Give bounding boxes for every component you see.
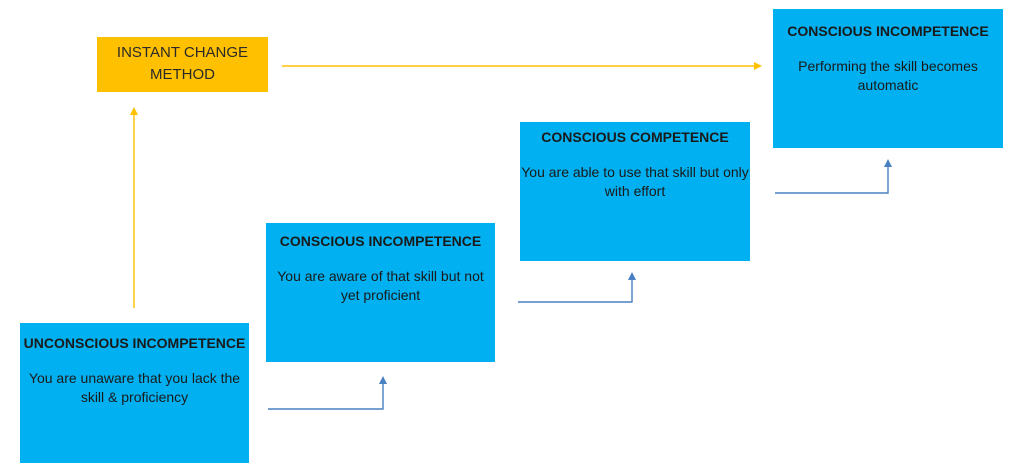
stage-description: You are unaware that you lack the skill … — [28, 370, 241, 405]
stage-box-final: CONSCIOUS INCOMPETENCE Performing the sk… — [773, 9, 1003, 148]
stage-box-conscious-competence: CONSCIOUS COMPETENCE You are able to use… — [520, 122, 750, 261]
step-arrow-1 — [268, 376, 387, 410]
stage-title: UNCONSCIOUS INCOMPETENCE — [23, 335, 246, 351]
stage-description: Performing the skill becomes automatic — [798, 58, 978, 93]
stage-box-unconscious-incompetence: UNCONSCIOUS INCOMPETENCE You are unaware… — [20, 323, 249, 463]
stage-title: CONSCIOUS INCOMPETENCE — [787, 23, 989, 39]
step-arrow-3 — [775, 159, 892, 194]
instant-change-label: INSTANT CHANGE METHOD — [116, 44, 249, 83]
step-arrow-2 — [518, 272, 636, 303]
stage-description: You are aware of that skill but not yet … — [277, 268, 484, 303]
stage-box-conscious-incompetence: CONSCIOUS INCOMPETENCE You are aware of … — [266, 223, 495, 362]
stage-title: CONSCIOUS INCOMPETENCE — [279, 233, 482, 249]
stage-description: You are able to use that skill but only … — [521, 164, 749, 199]
instant-change-method-box: INSTANT CHANGE METHOD — [97, 37, 268, 92]
stage-title: CONSCIOUS COMPETENCE — [541, 129, 729, 145]
